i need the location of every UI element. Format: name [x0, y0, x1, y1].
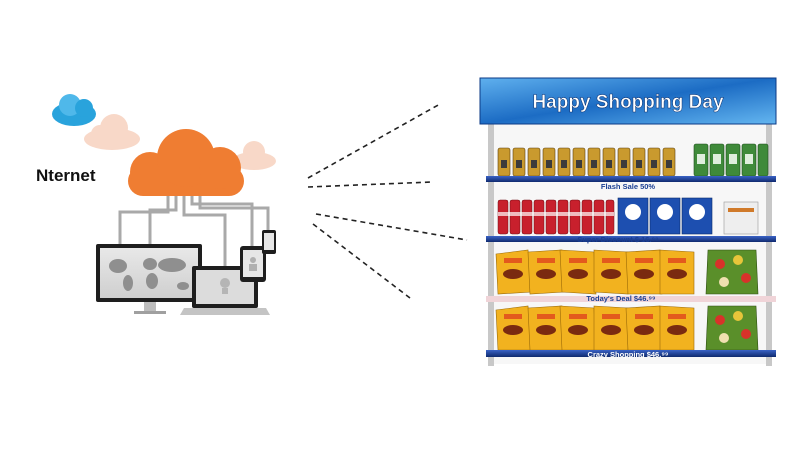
connection-lines — [308, 104, 467, 298]
shelf-row-3-products — [496, 250, 758, 294]
blue-cloud-icon — [52, 94, 96, 126]
banner-text: Happy Shopping Day — [532, 92, 724, 113]
desktop-monitor-icon — [96, 244, 202, 314]
shelf-row-4-products — [496, 306, 758, 350]
shelf-label-4: Crazy Shopping $46.⁹⁹ — [588, 350, 669, 359]
shelf-row-1-products — [498, 144, 768, 176]
shelf-display: Happy Shopping Day — [480, 78, 776, 366]
shelf-label-2: Super Discount $ 16.⁹⁹ — [577, 235, 659, 244]
shop-banner: Happy Shopping Day — [480, 78, 776, 124]
internet-cloud-icon — [128, 129, 244, 196]
shelf-label-1: Flash Sale 50% — [601, 182, 656, 191]
internet-label: Nternet — [36, 166, 96, 186]
shelf-label-3: Today's Deal $46.⁹⁹ — [586, 294, 656, 303]
phone-icon — [262, 230, 276, 254]
